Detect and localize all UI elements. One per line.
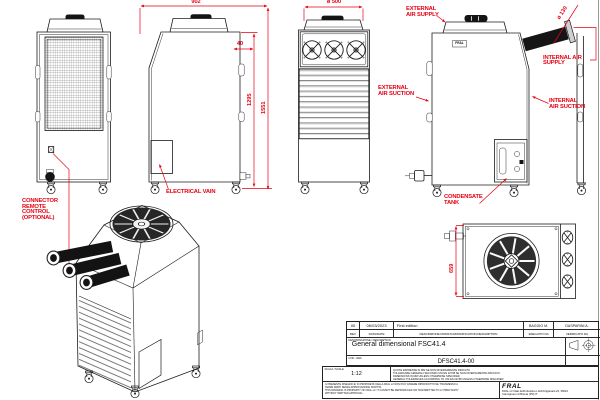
rev-executed-by: BAGGIO M. [524,322,555,331]
disclaimer-text: IL PRESENTE DISEGNO E' DI PROPRIETA' DEL… [325,382,459,395]
hose-1 [52,240,114,264]
general-notes: QUOTE ESPRESSE IN MM SE NON DIVERSAMENTE… [393,368,504,382]
connector-leader [52,153,70,276]
scale-cell: SCALA / SCALE 1:12 [323,367,391,382]
duct-flange [564,19,576,44]
view-side-right [405,15,576,198]
unit-brand-mark: FRAL [455,41,464,46]
external-air-suction-label: EXTERNAL AIR SUCTION [378,85,415,97]
scale-value: 1:12 [351,370,362,377]
title-block-upper: 00 06/03/2023 First edition BAGGIO M. GA… [345,321,600,368]
view-back [35,14,112,195]
electrical-panel-door [150,140,173,174]
hose-2 [68,252,122,277]
drawing-name-value: General dimensional FSC41.4 [351,341,446,349]
condenser-fan-icon [324,40,344,60]
company-logo: FRAL [502,382,522,390]
condenser-fan-top-icon [483,232,540,290]
projection-symbol-cell [566,338,600,357]
view-side-left [148,14,251,195]
condensate-tank-part [494,139,528,183]
drain-fitting [45,172,55,182]
condenser-fan-icon [302,40,322,60]
title-block-lower: SCALA / SCALE 1:12 QUOTE ESPRESSE IN MM … [322,366,599,399]
scale-label: SCALA / SCALE [324,367,344,371]
hose-3 [85,264,130,289]
internal-air-supply-label: INTERNAL AIR SUPPLY [543,54,582,67]
connector-remote-label: CONNECTOR REMOTE CONTROL (OPTIONAL) [22,198,58,222]
company-cell: FRAL FRAL srl Viale dell'Industria e del… [500,382,598,399]
view-partial-right [576,33,586,196]
rev-header: REV. [346,330,361,339]
remote-connector [48,146,55,153]
dim-659: 659 [449,263,455,273]
condensate-tank-label: CONDENSATE TANK [444,194,483,206]
date-header: DATA/DATE [360,330,394,339]
flexible-duct [522,26,569,52]
disclaimer-cell: IL PRESENTE DISEGNO E' DI PROPRIETA' DEL… [323,381,500,399]
drawing-code-label: COD - REF [348,356,362,360]
company-address: FRAL srl Viale dell'Industria e dell'Art… [502,389,569,396]
drain-valve [455,232,464,240]
view-front [298,15,370,195]
drawing-code-value: DFSC41.4-00 [437,358,475,365]
condenser-fan-icon [346,40,366,60]
dim-dia-500: ø 500 [326,0,342,6]
internal-air-suction-label: INTERNAL AIR SUCTION [549,98,586,110]
power-plug [414,170,425,182]
view-isometric [46,205,203,399]
dim-1295: 1295 [247,93,253,106]
drawing-code-cell: COD - REF DFSC41.4-00 [347,356,567,368]
drawing-name-cell: DENOMINAZIONE / DESCRIPTION General dime… [346,338,567,357]
dim-1551: 1551 [261,101,267,114]
dim-40: 40 [236,41,244,48]
external-air-supply-label: EXTERNAL AIR SUPPLY [406,6,439,18]
top-fan-icon [112,207,171,241]
electrical-vain-label: ELECTRICAL VAIN [166,189,216,195]
verified-by-header: VERIFICATO DA [554,330,600,339]
executed-by-header: ESEGUITO DA [524,330,555,339]
brand-plate [452,40,467,48]
dimension-lines [139,4,597,297]
dim-902: 902 [191,0,201,5]
description-header: DESCRIZIONE MODIFICA/MODIFICATION DESCRI… [393,330,525,339]
general-notes-cell: QUOTE ESPRESSE IN MM SE NON DIVERSAMENTE… [391,367,599,382]
drawing-name-label: DENOMINAZIONE / DESCRIPTION [348,338,391,342]
rev-description: First edition [393,322,525,331]
rev-verified-by: GASPARINI A. [554,322,600,331]
rev-value: 00 [346,322,361,331]
view-top [444,223,576,299]
projection-symbol-icon [569,338,596,352]
rev-date: 06/03/2023 [360,322,394,331]
